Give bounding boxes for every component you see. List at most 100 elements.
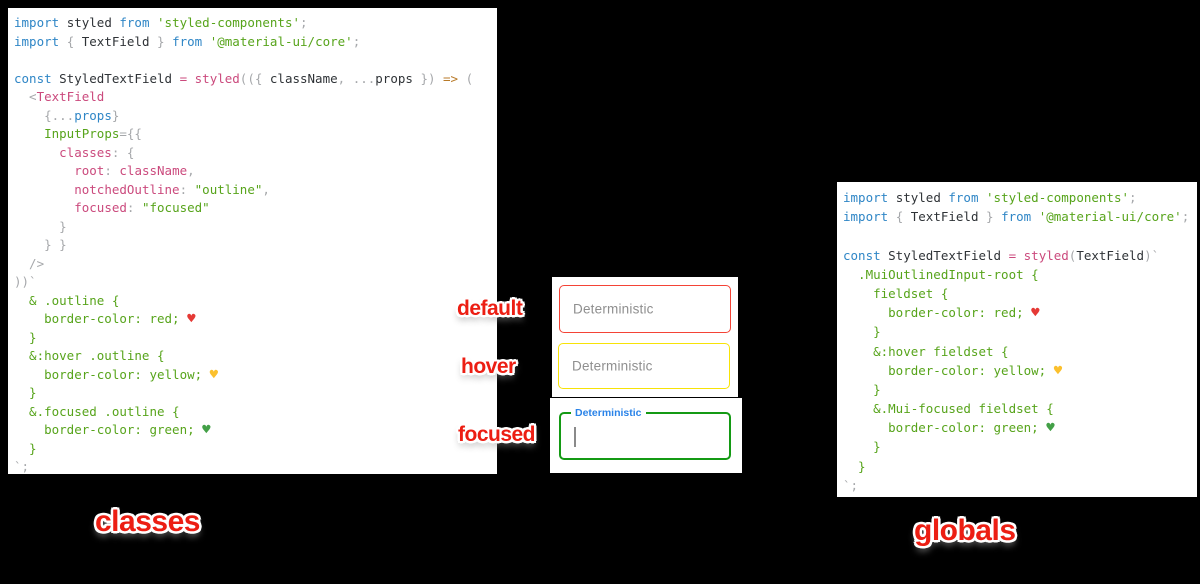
code-token: } [14,440,37,456]
code-token: ; [1129,190,1137,205]
code-token: TextField [81,33,158,49]
code-line: root: className, [14,162,497,181]
code-token: from [1001,209,1039,225]
code-token: `; [14,459,30,474]
code-token: root [74,163,105,178]
code-line: .MuiOutlinedInput-root { [843,265,1197,284]
code-line: & .outline { [14,292,497,311]
code-token: TextField [910,209,987,225]
code-token: styled [895,190,949,205]
code-token: , [187,163,195,178]
code-token: ( [1068,247,1077,263]
code-token: const [14,70,60,86]
code-token: &:hover fieldset { [843,343,1009,359]
red-heart-icon: ♥ [187,311,196,327]
code-token: } [14,218,67,234]
code-token: : [179,181,195,197]
textfield-hover[interactable]: Deterministic [558,343,730,389]
code-token: } [843,458,866,474]
code-token: classes [59,144,112,160]
code-line: import { TextField } from '@material-ui/… [14,33,497,52]
code-token: styled [1023,247,1069,263]
code-token: => [443,70,459,86]
textfield-placeholder: Deterministic [572,358,653,374]
code-line: ))` [14,273,497,292]
code-line: import styled from 'styled-components'; [843,188,1197,207]
code-token: props [375,70,413,86]
code-token: import [14,15,67,30]
code-token: )` [1144,247,1160,263]
code-token: {... [14,107,75,123]
code-token: : { [111,144,135,160]
code-token: focused [74,200,127,215]
textfield-default[interactable]: Deterministic [559,285,731,333]
code-token: } [14,329,37,345]
code-token: &:hover .outline { [14,348,165,363]
code-token: TextField [1076,247,1145,263]
code-token [14,200,74,215]
code-line: } [14,440,497,459]
code-token: & .outline { [14,292,120,308]
code-token: `; [843,477,859,493]
code-token: 'styled-components' [986,190,1130,205]
code-token: styled [194,70,240,86]
red-heart-icon: ♥ [1031,305,1040,322]
code-token: from [948,190,987,205]
code-line: const StyledTextField = styled(({ classN… [14,70,497,89]
textfield-demo-panel-top: Deterministic Deterministic [552,277,738,397]
code-token: props [74,107,112,123]
globals-code-block: import styled from 'styled-components';i… [837,182,1197,497]
text-cursor [574,427,576,447]
code-token: &.focused .outline { [14,403,180,419]
code-token: } [157,33,173,49]
code-token: 'styled-components' [157,15,301,30]
code-token: import [843,209,896,225]
code-token: &.Mui-focused fieldset { [843,401,1054,417]
code-token: }) [412,70,444,86]
code-line: InputProps={{ [14,125,497,144]
code-token: : [104,163,120,178]
code-line: import { TextField } from '@material-ui/… [843,207,1197,226]
code-token: border-color: red; [14,311,188,326]
textfield-focused[interactable]: Deterministic [559,406,731,460]
code-line [14,51,497,70]
code-token: ; [300,15,308,30]
code-token: fieldset { [843,285,949,301]
code-token [14,126,44,141]
code-line [843,226,1197,245]
code-line: border-color: yellow; ♥ [843,361,1197,380]
code-line: const StyledTextField = styled(TextField… [843,246,1197,265]
code-token: import [14,33,67,49]
code-token: import [843,190,896,205]
code-line: `; [14,458,497,474]
code-token: , ... [337,70,376,86]
code-token: { [895,209,911,225]
code-token: } [843,439,881,455]
code-token: /> [14,255,45,271]
state-label-hover: hover [461,355,516,378]
code-line: {...props} [14,107,497,126]
code-token: } [986,209,1002,225]
code-token: ; [1181,209,1190,225]
green-heart-icon: ♥ [1046,420,1055,437]
code-token: border-color: yellow; [843,362,1054,378]
code-line: } } [14,236,497,255]
code-token: className [269,70,338,86]
code-line: } [843,322,1197,341]
code-token: border-color: red; [843,305,1032,321]
code-token: } [14,385,37,400]
code-token: from [172,33,210,49]
code-line: } [843,437,1197,456]
code-token: border-color: yellow; [14,366,210,382]
code-line: border-color: green; ♥ [843,418,1197,437]
code-line: import styled from 'styled-components'; [14,14,497,33]
code-token: (({ [239,70,270,86]
code-line: border-color: red; ♥ [14,310,497,329]
code-line: } [843,380,1197,399]
code-line: } [14,218,497,237]
textfield-placeholder: Deterministic [573,301,654,317]
green-heart-icon: ♥ [202,422,211,438]
code-token [14,145,59,160]
code-token: .MuiOutlinedInput-root { [843,266,1039,282]
state-label-focused: focused [458,423,536,446]
